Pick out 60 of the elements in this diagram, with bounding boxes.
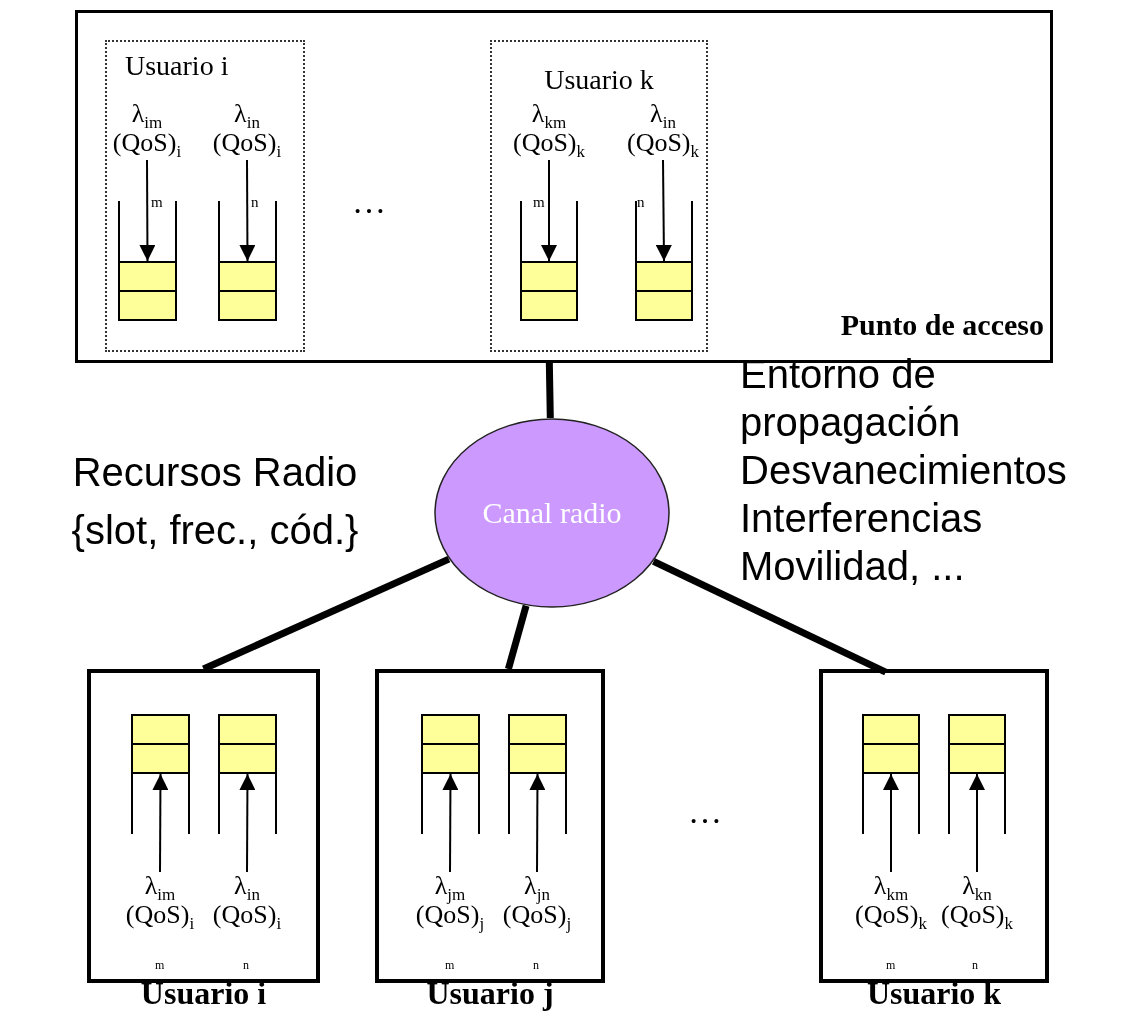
annotation-text: Movilidad, ... <box>740 543 965 590</box>
queue-index: m <box>886 958 896 973</box>
node-title: Usuario j <box>426 977 554 1011</box>
user-group <box>105 40 305 352</box>
arrow <box>655 159 672 262</box>
arrival-rate-label: λ$_{km}$ (QoS)$_{k}$ <box>849 872 933 936</box>
queue-index: n <box>637 193 645 211</box>
arrow <box>239 159 256 262</box>
queue-index: m <box>151 193 163 211</box>
node-label: Canal radio <box>482 496 622 530</box>
queue-index: m <box>155 958 165 973</box>
queue-buffer <box>862 714 920 774</box>
arrow <box>239 773 256 873</box>
node-title: Usuario k <box>544 64 654 96</box>
queue-index: n <box>251 193 259 211</box>
queue-buffer <box>218 261 277 321</box>
user-group <box>490 40 708 352</box>
arrow <box>139 159 156 262</box>
arrival-rate-label: λ$_{jn}$ (QoS)$_{j}$ <box>495 872 579 936</box>
queue-index: m <box>445 958 455 973</box>
arrival-rate-label: λ$_{in}$ (QoS)$_{i}$ <box>205 872 289 936</box>
annotation-text: Recursos Radio <box>71 449 359 496</box>
arrow <box>529 773 546 873</box>
queue-buffer <box>948 714 1006 774</box>
arrival-rate-label: λ$_{im}$ (QoS)$_{i}$ <box>105 100 189 160</box>
connector-line <box>652 558 888 676</box>
arrival-rate-label: λ$_{jm}$ (QoS)$_{j}$ <box>408 872 492 936</box>
ellipsis-mark: … <box>688 792 722 832</box>
node-title: Usuario i <box>125 50 229 82</box>
arrow <box>442 773 459 873</box>
arrow <box>969 773 985 873</box>
queue-buffer <box>218 714 277 774</box>
connector-line <box>505 604 530 670</box>
arrival-rate-label: λ$_{in}$ (QoS)$_{k}$ <box>621 100 705 160</box>
node-title: Usuario i <box>140 977 267 1011</box>
arrow <box>883 773 899 873</box>
node-title: Usuario k <box>866 977 1002 1011</box>
ellipsis-mark: … <box>352 182 386 222</box>
queue-buffer <box>635 261 693 321</box>
arrow <box>541 159 557 262</box>
queue-buffer <box>118 261 177 321</box>
queue-index: n <box>243 958 249 973</box>
annotation-text: Desvanecimientos <box>740 447 1067 494</box>
annotation-text: Interferencias <box>740 495 983 542</box>
arrival-rate-label: λ$_{km}$ (QoS)$_{k}$ <box>507 100 591 160</box>
arrival-rate-label: λ$_{in}$ (QoS)$_{i}$ <box>205 100 289 160</box>
queue-buffer <box>508 714 567 774</box>
queue-buffer <box>131 714 190 774</box>
arrival-rate-label: λ$_{im}$ (QoS)$_{i}$ <box>118 872 202 936</box>
channel-ellipse <box>434 418 670 608</box>
annotation-text: {slot, frec., cód.} <box>70 507 360 554</box>
node-title: Punto de acceso <box>840 308 1044 342</box>
arrow <box>152 773 169 873</box>
queue-buffer <box>520 261 578 321</box>
queue-index: n <box>972 958 978 973</box>
queue-index: n <box>533 958 539 973</box>
arrival-rate-label: λ$_{kn}$ (QoS)$_{k}$ <box>935 872 1019 936</box>
connector-line <box>545 362 554 419</box>
queue-index: m <box>533 193 545 211</box>
queue-buffer <box>421 714 480 774</box>
